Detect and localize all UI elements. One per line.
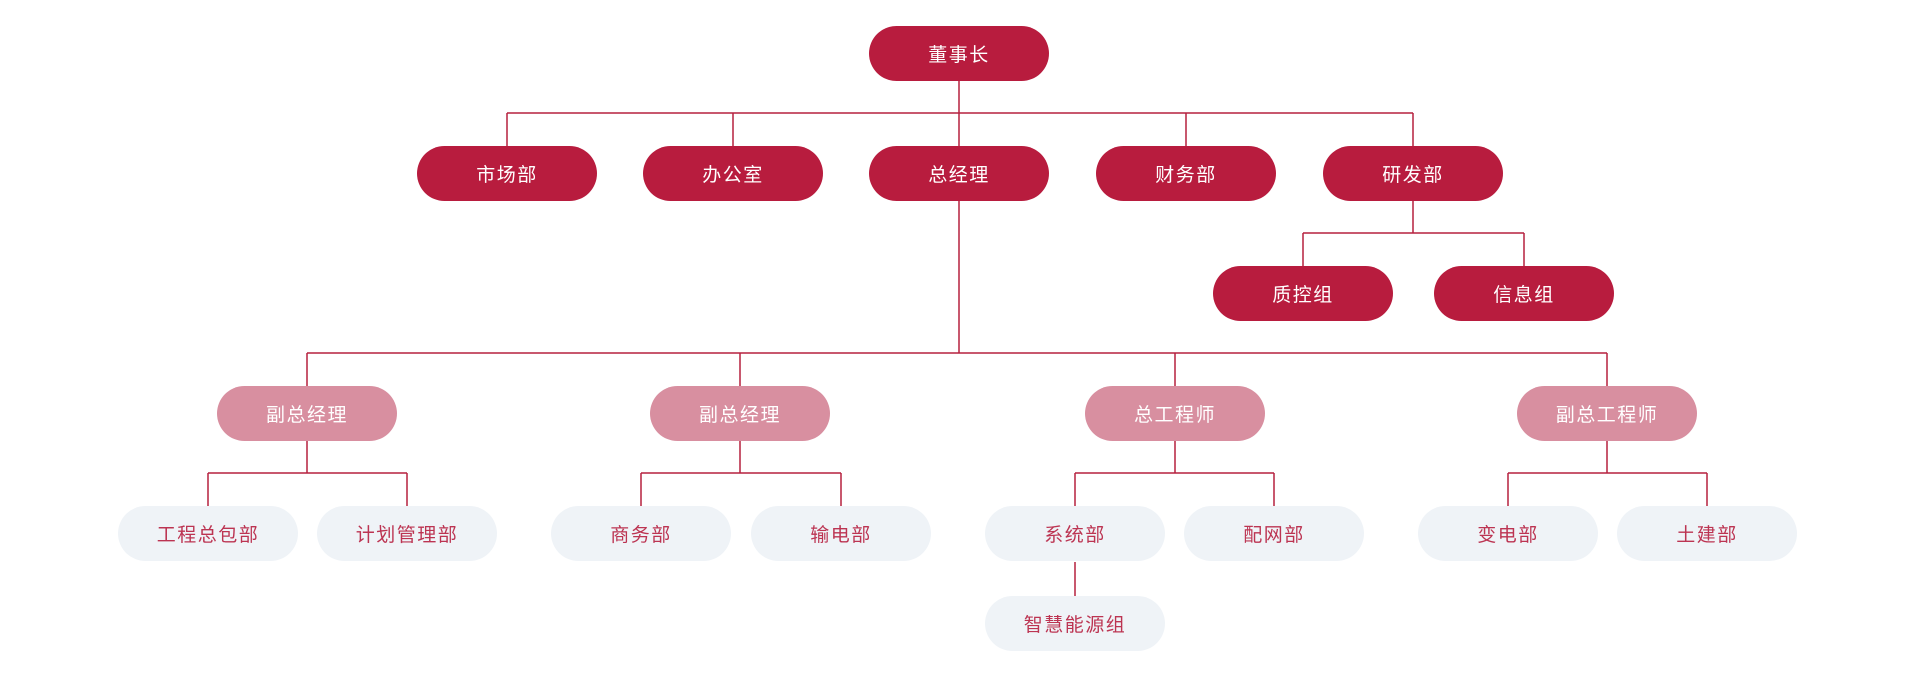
org-node-system-dept: 系统部 [985,506,1165,561]
org-node-transmission-dept: 输电部 [751,506,931,561]
org-node-chairman: 董事长 [869,26,1049,81]
org-node-deputy-chief-engineer: 副总工程师 [1517,386,1697,441]
org-node-information-group: 信息组 [1434,266,1614,321]
org-node-civil-dept: 土建部 [1617,506,1797,561]
org-node-marketing-dept: 市场部 [417,146,597,201]
org-node-epc-dept: 工程总包部 [118,506,298,561]
org-node-distribution-dept: 配网部 [1184,506,1364,561]
org-node-planning-dept: 计划管理部 [317,506,497,561]
org-node-substation-dept: 变电部 [1418,506,1598,561]
org-node-deputy-gm-2: 副总经理 [650,386,830,441]
org-node-chief-engineer: 总工程师 [1085,386,1265,441]
org-node-office: 办公室 [643,146,823,201]
org-node-smart-energy-group: 智慧能源组 [985,596,1165,651]
org-node-rnd-dept: 研发部 [1323,146,1503,201]
org-node-quality-control-group: 质控组 [1213,266,1393,321]
org-node-general-manager: 总经理 [869,146,1049,201]
org-node-commerce-dept: 商务部 [551,506,731,561]
org-node-deputy-gm-1: 副总经理 [217,386,397,441]
org-node-finance-dept: 财务部 [1096,146,1276,201]
